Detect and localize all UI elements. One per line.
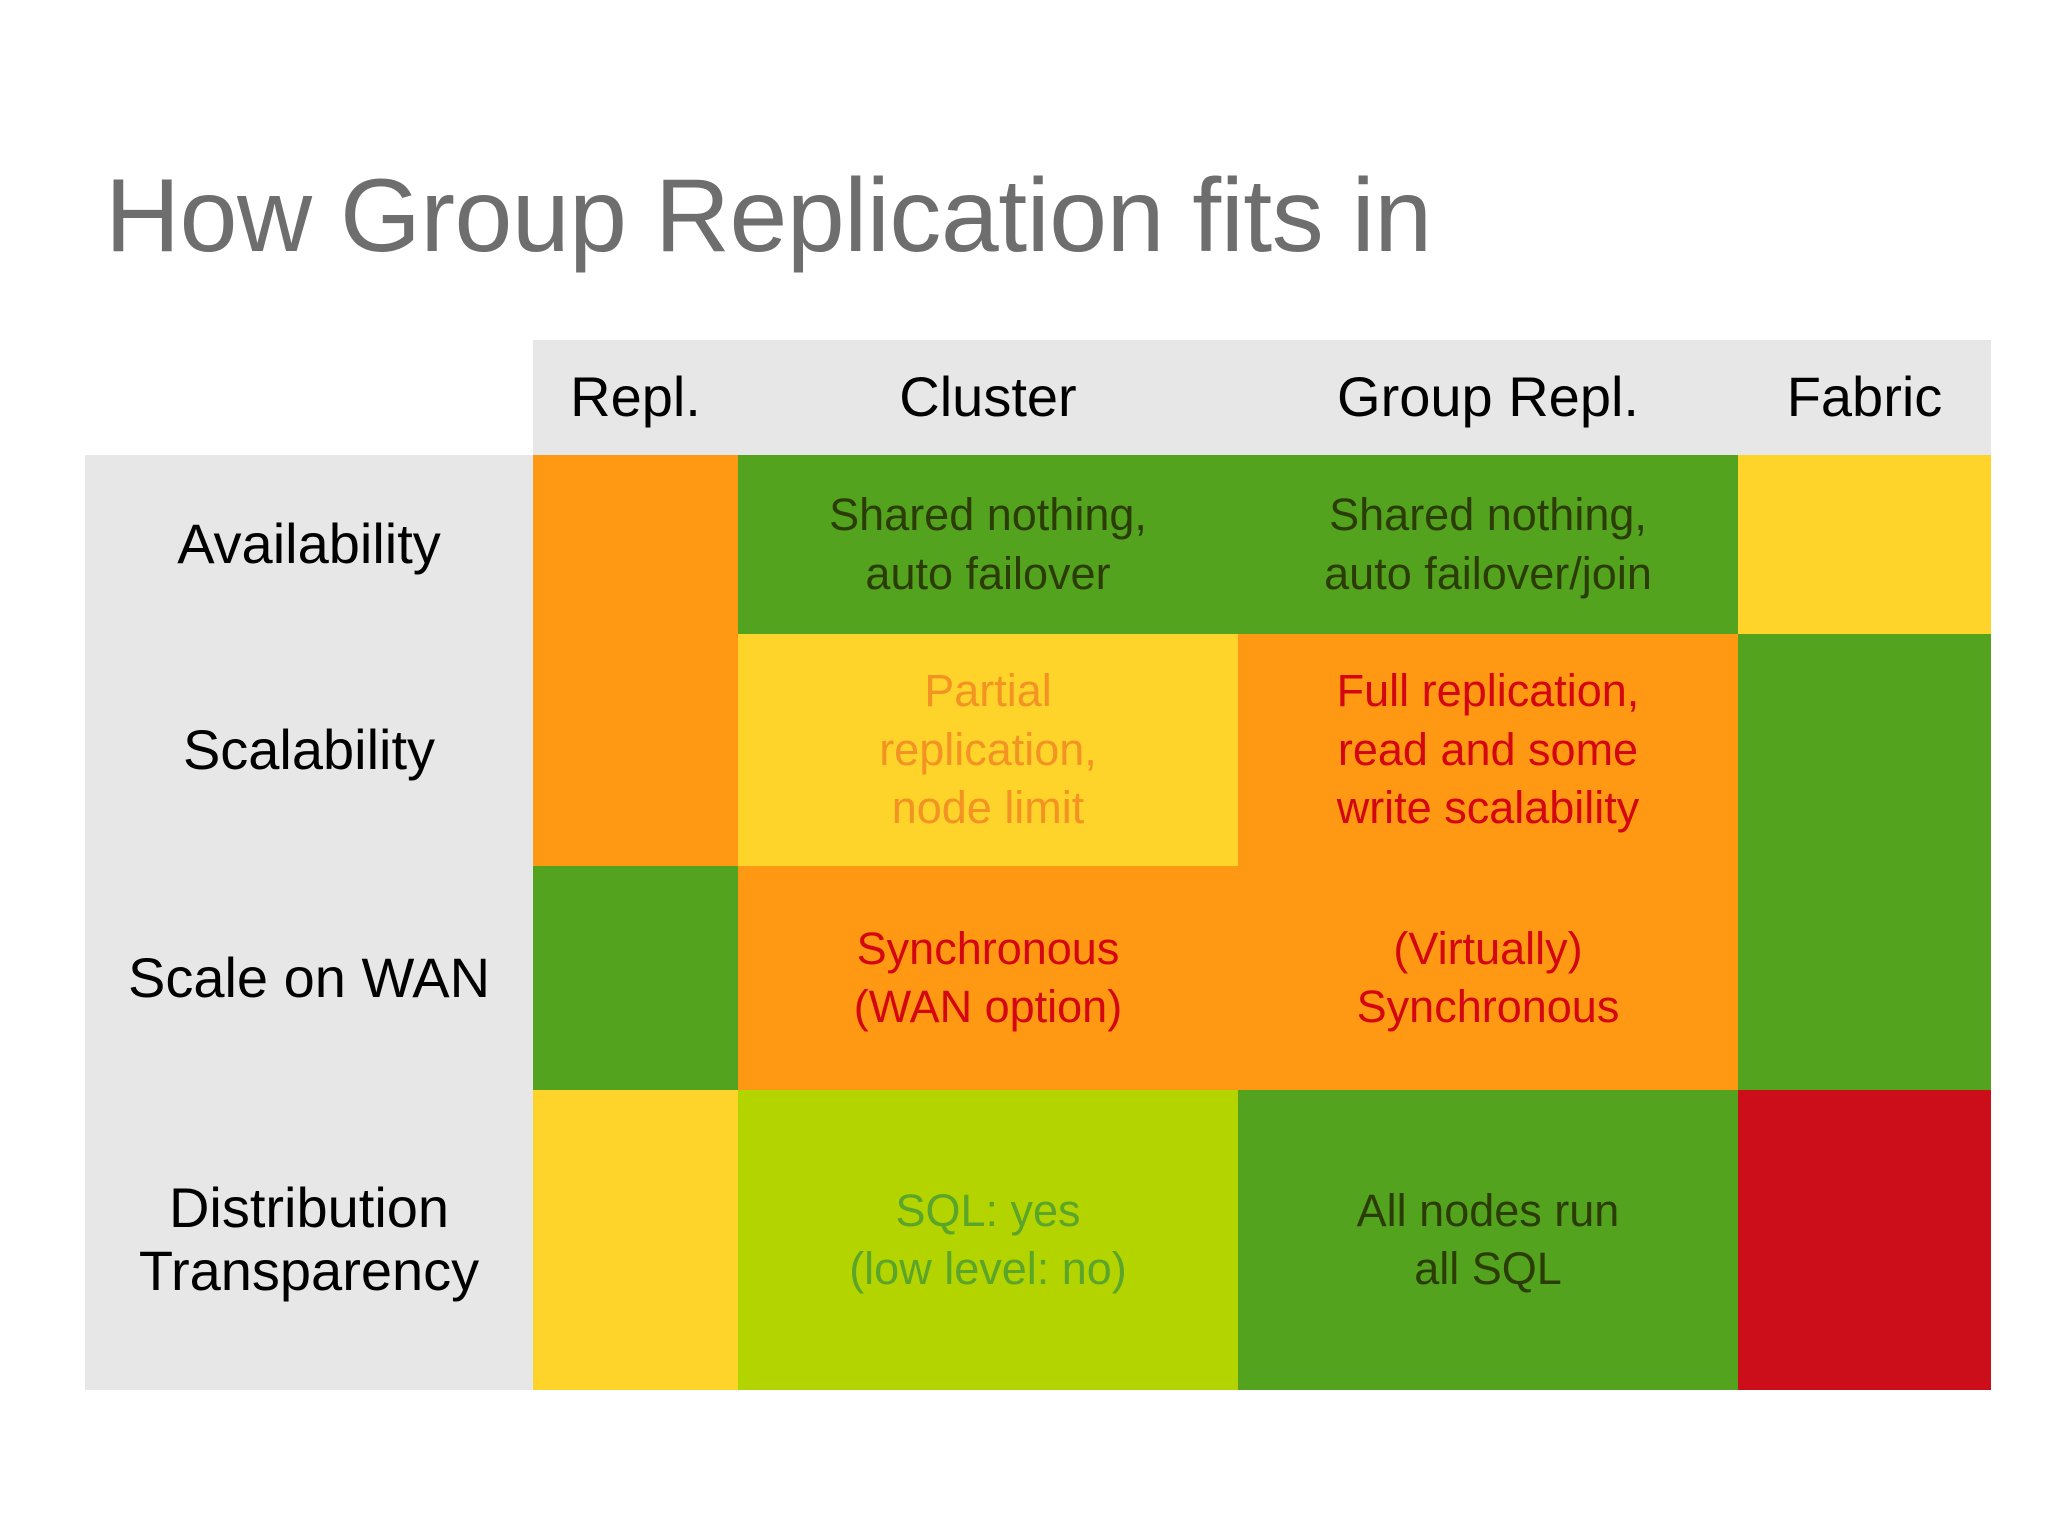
column-header-cluster: Cluster (738, 340, 1238, 455)
cell-wan-group-repl: (Virtually) Synchronous (1238, 866, 1738, 1090)
table-corner-cell (85, 340, 533, 455)
cell-text: Synchronous (WAN option) (853, 922, 1123, 1033)
cell-availability-repl (533, 455, 738, 634)
cell-text: SQL: yes (low level: no) (849, 1184, 1127, 1295)
table-row-scale-on-wan: Scale on WAN Synchronous (WAN option) (V… (85, 866, 1991, 1090)
cell-text: All nodes run all SQL (1356, 1184, 1620, 1295)
table-row-availability: Availability Shared nothing, auto failov… (85, 455, 1991, 634)
comparison-table: Repl. Cluster Group Repl. Fabric Availab… (85, 340, 1991, 1390)
page-title: How Group Replication fits in (105, 157, 1432, 274)
cell-distribution-cluster: SQL: yes (low level: no) (738, 1090, 1238, 1390)
column-header-fabric: Fabric (1738, 340, 1991, 455)
row-label-distribution-transparency: Distribution Transparency (85, 1090, 533, 1390)
row-label-scalability: Scalability (85, 634, 533, 866)
cell-text: Shared nothing, auto failover/join (1324, 489, 1652, 599)
table-header-row: Repl. Cluster Group Repl. Fabric (85, 340, 1991, 455)
table-row-distribution-transparency: Distribution Transparency SQL: yes (low … (85, 1090, 1991, 1390)
row-label-availability: Availability (85, 455, 533, 634)
column-header-repl: Repl. (533, 340, 738, 455)
cell-text: (Virtually) Synchronous (1356, 922, 1620, 1033)
column-header-group-repl: Group Repl. (1238, 340, 1738, 455)
table-row-scalability: Scalability Partial replication, node li… (85, 634, 1991, 866)
cell-text: Full replication, read and some write sc… (1336, 665, 1640, 834)
cell-distribution-group-repl: All nodes run all SQL (1238, 1090, 1738, 1390)
cell-availability-cluster: Shared nothing, auto failover (738, 455, 1238, 634)
row-label-scale-on-wan: Scale on WAN (85, 866, 533, 1090)
cell-availability-group-repl: Shared nothing, auto failover/join (1238, 455, 1738, 634)
cell-scalability-repl (533, 634, 738, 866)
cell-text: Shared nothing, auto failover (829, 489, 1147, 599)
cell-wan-cluster: Synchronous (WAN option) (738, 866, 1238, 1090)
cell-scalability-cluster: Partial replication, node limit (738, 634, 1238, 866)
cell-availability-fabric (1738, 455, 1991, 634)
cell-wan-fabric (1738, 866, 1991, 1090)
cell-scalability-fabric (1738, 634, 1991, 866)
cell-distribution-fabric (1738, 1090, 1991, 1390)
cell-distribution-repl (533, 1090, 738, 1390)
cell-wan-repl (533, 866, 738, 1090)
cell-text: Partial replication, node limit (879, 665, 1097, 834)
cell-scalability-group-repl: Full replication, read and some write sc… (1238, 634, 1738, 866)
